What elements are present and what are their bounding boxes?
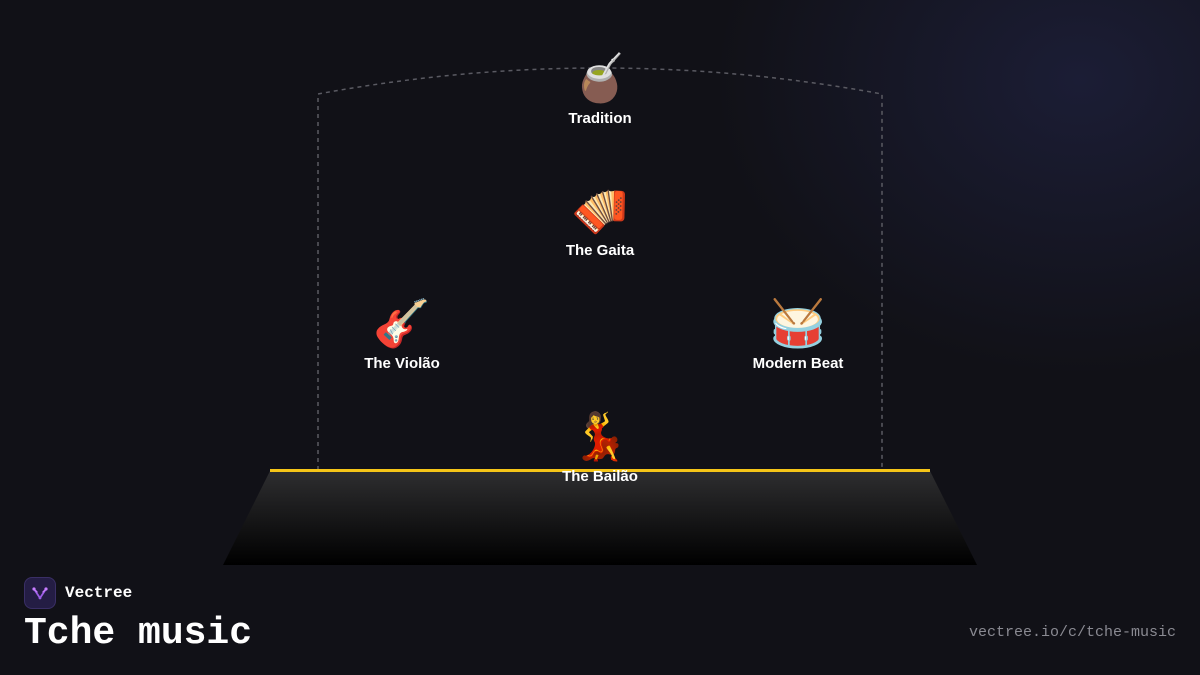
- arc-outline: [317, 67, 883, 470]
- vectree-logo-icon: [24, 577, 56, 609]
- node-the-violao: 🎸 The Violão: [322, 295, 482, 372]
- page-title: Tche music: [24, 612, 253, 655]
- brand-name: Vectree: [65, 584, 133, 602]
- node-label: The Gaita: [565, 242, 635, 259]
- node-tradition: 🧉 Tradition: [520, 50, 680, 127]
- accordion-icon: 🪗: [571, 184, 629, 236]
- node-the-gaita: 🪗 The Gaita: [520, 182, 680, 259]
- node-label: Tradition: [568, 110, 632, 127]
- node-label: The Violão: [364, 355, 440, 372]
- dancer-icon: 💃: [571, 410, 629, 462]
- node-label: Modern Beat: [752, 355, 844, 372]
- mate-gourd-icon: 🧉: [571, 52, 629, 104]
- node-label: The Bailão: [562, 468, 638, 485]
- stage-platform: [223, 471, 977, 565]
- source-url-link[interactable]: vectree.io/c/tche-music: [968, 624, 1176, 641]
- guitar-icon: 🎸: [373, 297, 431, 349]
- brand[interactable]: Vectree: [24, 577, 132, 609]
- drum-icon: 🥁: [769, 297, 827, 349]
- node-modern-beat: 🥁 Modern Beat: [718, 295, 878, 372]
- node-the-bailao: 💃 The Bailão: [520, 408, 680, 485]
